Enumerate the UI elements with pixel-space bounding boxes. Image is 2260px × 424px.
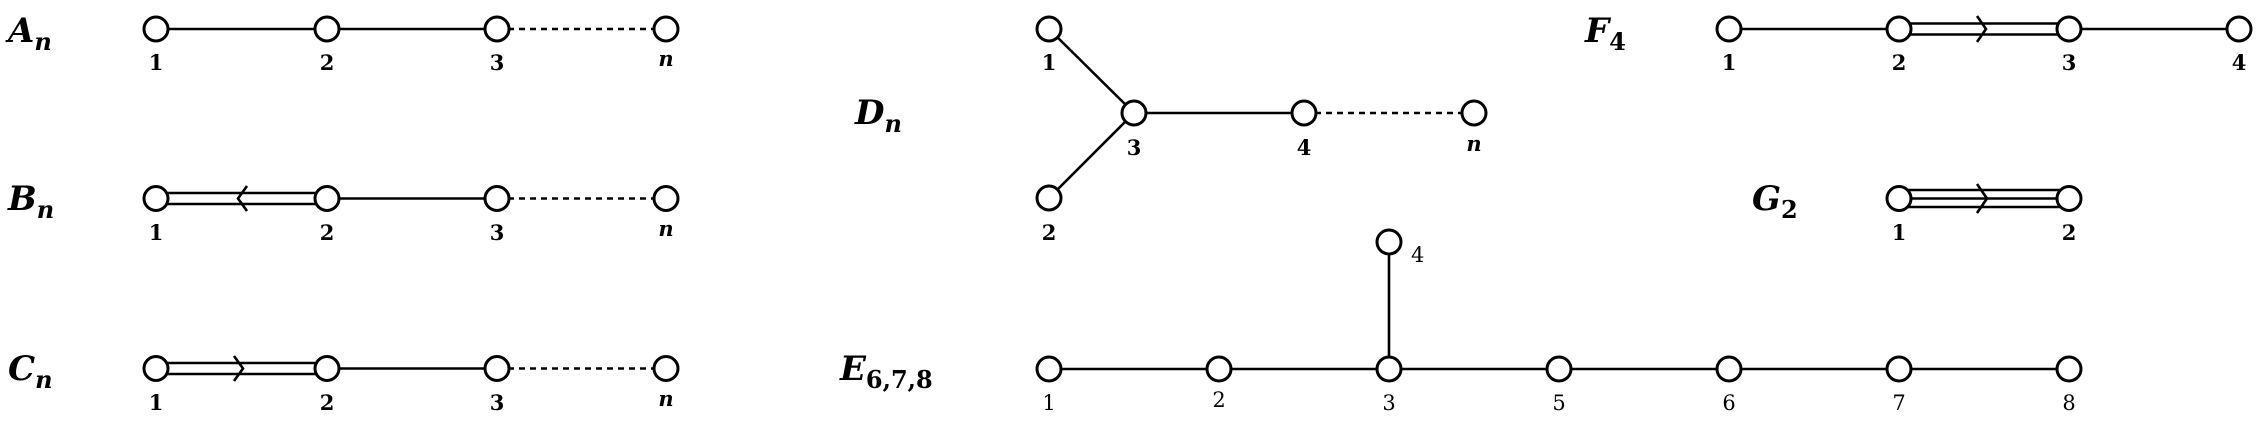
svg-text:An: An [5, 11, 52, 56]
e-node-label: 6 [1722, 391, 1735, 415]
svg-text:G2: G2 [1752, 179, 1798, 224]
a-node-n [652, 15, 680, 43]
diagram-c-subscript: n [35, 365, 52, 394]
svg-text:F4: F4 [1584, 11, 1626, 56]
c-node-label: 3 [490, 390, 505, 415]
b-node-label: 3 [490, 220, 505, 245]
dynkin-diagram-b: Bn 1 2 3 n [7, 179, 680, 245]
e-node-7 [1885, 355, 1913, 383]
dynkin-diagram-f: F4 1 2 3 4 [1584, 11, 2253, 75]
b-node-label: 2 [320, 220, 335, 245]
a-node-2 [313, 15, 341, 43]
c-node-1 [142, 355, 170, 382]
b-node-label: 1 [149, 220, 164, 245]
diagram-c-name: C [8, 349, 35, 389]
d-edge-1-3 [1048, 28, 1135, 114]
f-node-4 [2225, 15, 2253, 43]
e-node-4 [1375, 228, 1403, 256]
e-node-label: 8 [2062, 391, 2075, 415]
diagram-f-subscript: 4 [1609, 27, 1626, 56]
diagram-f-name: F [1584, 11, 1612, 51]
d-node-label: 3 [1127, 135, 1142, 160]
d-node-3 [1120, 99, 1148, 127]
c-node-n [652, 355, 680, 382]
a-node-3 [483, 15, 511, 43]
d-node-4 [1290, 99, 1318, 127]
a-node-label: 3 [490, 50, 505, 75]
dynkin-diagram-e: E6,7,8 1 2 3 4 5 6 7 8 [839, 228, 2083, 415]
a-node-label: 1 [149, 50, 164, 75]
diagram-a-name: A [5, 11, 34, 51]
svg-text:Dn: Dn [854, 93, 902, 138]
a-node-label: 2 [320, 50, 335, 75]
c-node-label: 2 [320, 390, 335, 415]
e-node-label: 4 [1411, 243, 1424, 267]
e-node-label: 7 [1892, 391, 1905, 415]
dynkin-diagram-c: Cn 1 2 3 n [8, 349, 680, 415]
f-node-label: 3 [2062, 50, 2077, 75]
e-node-1 [1035, 355, 1063, 383]
b-node-1 [142, 185, 170, 212]
diagram-g-name: G [1752, 179, 1781, 219]
b-node-label: n [658, 216, 673, 241]
f-node-label: 2 [1892, 50, 1907, 75]
b-node-2 [313, 185, 341, 212]
a-node-label: n [658, 46, 673, 71]
c-node-label: n [658, 386, 673, 411]
c-node-3 [483, 355, 511, 382]
f-arrow-right [1975, 15, 1988, 43]
d-node-2 [1035, 184, 1063, 212]
c-node-label: 1 [149, 390, 164, 415]
svg-text:Bn: Bn [7, 179, 54, 224]
d-node-label: n [1466, 131, 1481, 156]
g-arrow-right [1975, 183, 1989, 214]
f-node-label: 4 [2232, 50, 2247, 75]
a-node-1 [142, 15, 170, 43]
e-node-label: 2 [1212, 388, 1225, 412]
e-node-label: 1 [1042, 391, 1055, 415]
d-node-n [1460, 99, 1488, 127]
svg-text:Cn: Cn [8, 349, 53, 394]
d-edge-2-3 [1048, 112, 1135, 199]
diagram-b-subscript: n [37, 195, 54, 224]
d-node-label: 4 [1297, 135, 1312, 160]
d-node-label: 2 [1042, 220, 1057, 245]
dynkin-diagram-g: G2 1 2 [1752, 179, 2083, 245]
e-node-2 [1205, 355, 1233, 383]
g-node-label: 1 [1892, 220, 1907, 245]
dynkin-diagram-d: Dn 1 2 3 4 n [854, 15, 1488, 245]
f-node-1 [1715, 15, 1743, 43]
g-node-2 [2055, 185, 2083, 212]
dynkin-diagram-a: An 1 2 3 n [5, 11, 680, 75]
d-node-1 [1035, 15, 1063, 43]
diagram-a-subscript: n [34, 27, 51, 56]
f-node-label: 1 [1722, 50, 1737, 75]
e-node-label: 3 [1382, 391, 1395, 415]
diagram-e-subscript: 6,7,8 [866, 365, 933, 394]
e-node-label: 5 [1552, 391, 1565, 415]
diagram-d-name: D [854, 93, 885, 133]
f-node-3 [2055, 15, 2083, 43]
svg-text:E6,7,8: E6,7,8 [839, 349, 933, 394]
d-node-label: 1 [1042, 50, 1057, 75]
diagram-e-name: E [839, 349, 867, 389]
diagram-g-subscript: 2 [1781, 195, 1798, 224]
b-arrow-left [236, 185, 249, 212]
diagram-b-name: B [7, 179, 37, 219]
b-node-3 [483, 185, 511, 212]
g-node-1 [1885, 185, 1913, 212]
e-node-6 [1715, 355, 1743, 383]
diagram-d-subscript: n [884, 109, 901, 138]
c-node-2 [313, 355, 341, 382]
e-node-3 [1375, 355, 1403, 383]
g-node-label: 2 [2062, 220, 2077, 245]
b-node-n [652, 185, 680, 212]
e-node-5 [1545, 355, 1573, 383]
f-node-2 [1885, 15, 1913, 43]
e-node-8 [2055, 355, 2083, 383]
c-arrow-right [232, 355, 245, 382]
